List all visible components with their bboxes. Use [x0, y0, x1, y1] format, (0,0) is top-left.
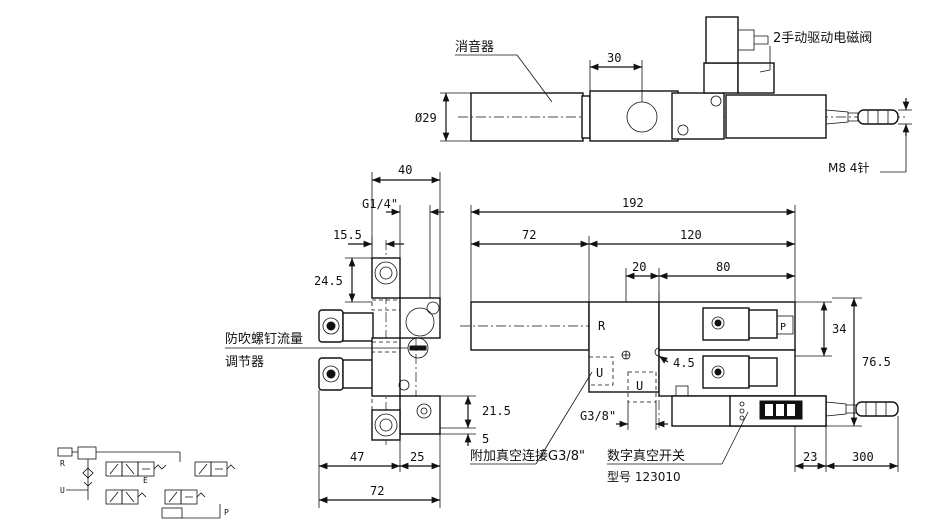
dim-192: 192 [622, 196, 644, 210]
label-silencer: 消音器 [455, 39, 494, 55]
dim-47: 47 [350, 450, 364, 464]
sch-r: R [60, 459, 65, 468]
side-block [399, 297, 441, 339]
top-fitting [371, 257, 401, 299]
dim-72: 72 [522, 228, 536, 242]
dim-5: 5 [482, 432, 489, 446]
solenoid [703, 62, 739, 94]
dim-76-5: 76.5 [862, 355, 891, 369]
dim-120: 120 [680, 228, 702, 242]
dim-21-5: 21.5 [482, 404, 511, 418]
dim-300: 300 [852, 450, 874, 464]
sch-e: E [143, 476, 148, 485]
dim-20: 20 [632, 260, 646, 274]
front-ejector-body [588, 301, 660, 393]
label-blowoff-2: 调节器 [225, 355, 264, 370]
dim-34: 34 [832, 322, 846, 336]
front-m8-connector [855, 401, 899, 417]
ejector-body [589, 90, 679, 142]
front-coil-lower [702, 355, 750, 389]
dim-72-side: 72 [370, 484, 384, 498]
top-view: Ø29 30 消音器 2手动驱动电磁阀 M8 4针 [415, 16, 912, 175]
sch-u: U [60, 486, 65, 495]
label-vac-switch: 数字真空开关 [607, 449, 685, 464]
dim-30: 30 [607, 51, 621, 65]
label-model: 型号 123010 [607, 470, 681, 484]
dim-g14: G1/4" [362, 197, 398, 211]
sch-p: P [224, 508, 229, 517]
dim-dia29: Ø29 [415, 111, 437, 125]
front-view: R U U P 192 72 120 20 80 [460, 196, 899, 484]
label-manual-valve: 2手动驱动电磁阀 [773, 31, 872, 46]
port-u1: U [596, 366, 603, 380]
dim-4-5: 4.5 [673, 356, 695, 370]
dim-80: 80 [716, 260, 730, 274]
port-p: P [780, 322, 786, 333]
dim-23: 23 [803, 450, 817, 464]
port-u2: U [636, 379, 643, 393]
label-vacuum-conn: 附加真空连接G3/8" [470, 448, 585, 464]
valve-body-top [725, 94, 827, 139]
pneumatic-schematic: R U P E [57, 446, 236, 519]
lower-block [399, 395, 441, 435]
solenoid-coil [705, 16, 739, 64]
label-m8: M8 4针 [828, 160, 869, 175]
dim-15-5: 15.5 [333, 228, 362, 242]
dim-25: 25 [410, 450, 424, 464]
front-coil-upper [702, 307, 750, 341]
port-r: R [598, 319, 606, 333]
side-view: 40 G1/4" 15.5 24.5 21.5 5 47 25 72 防吹螺钉流… [225, 163, 511, 508]
dim-24-5: 24.5 [314, 274, 343, 288]
dim-g38: G3/8" [580, 409, 616, 423]
dim-40: 40 [398, 163, 412, 177]
label-blowoff: 防吹螺钉流量 [225, 331, 303, 347]
